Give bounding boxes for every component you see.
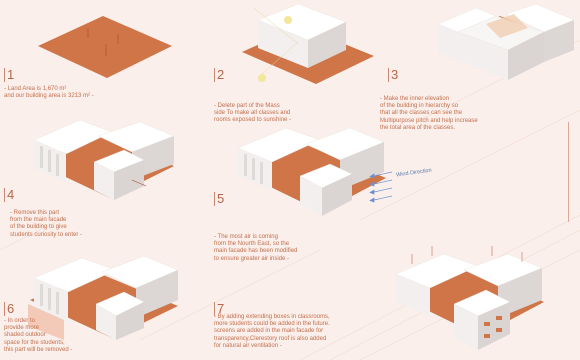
step-4-number: 4 (4, 188, 14, 202)
step-7-diagram (395, 246, 544, 350)
step-4-diagram (33, 119, 175, 200)
step-1-diagram (38, 16, 172, 78)
step-5-diagram (237, 127, 393, 216)
step-5-number: 5 (214, 192, 224, 206)
step-4-caption: - Remove this part from the main facade … (10, 210, 83, 238)
step-3-number: 3 (388, 68, 398, 82)
step-3-caption: - Make the inner elevation of the buildi… (380, 96, 478, 131)
step-2-diagram (242, 3, 374, 84)
step-2-caption: - Delete part of the Mass side To make a… (214, 103, 292, 124)
step-1-caption: - Land Area is 1,670 m² and our building… (4, 86, 94, 100)
step-6-number: 6 (4, 302, 14, 316)
step-6-diagram (28, 255, 179, 340)
divider (568, 122, 569, 222)
step-6-caption: - In order to provide more shaded outdoo… (4, 318, 73, 353)
step-5-caption: - The most air is coming from the Nourth… (214, 234, 298, 262)
step-7-number: 7 (214, 302, 224, 316)
step-7-caption: - By adding extending boxes in classroom… (214, 314, 330, 349)
step-2-number: 2 (214, 68, 224, 82)
step-3-diagram (437, 3, 575, 80)
step-1-number: 1 (4, 68, 14, 82)
